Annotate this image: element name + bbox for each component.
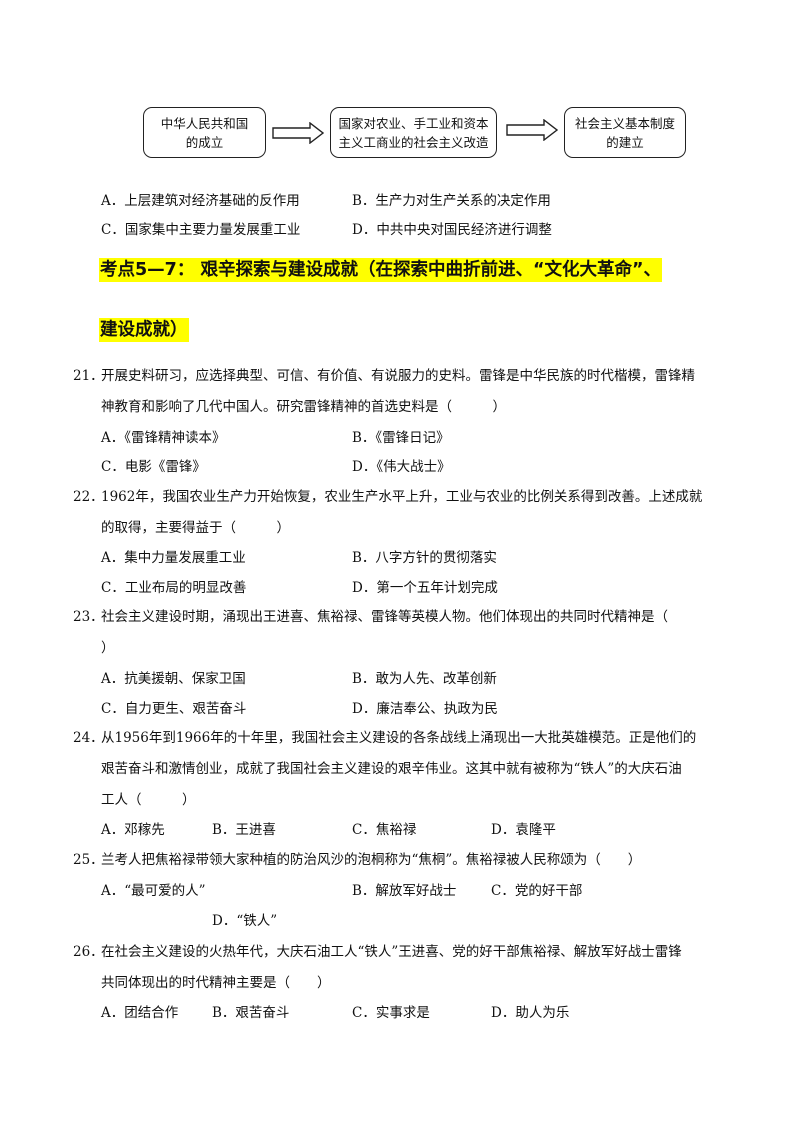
question-number: 24． <box>73 730 104 746</box>
diagram-box-text: 中华人民共和国 <box>160 115 249 131</box>
option-d: D．“铁人” <box>212 913 278 929</box>
question-stem-line: 工人（ ） <box>101 792 196 808</box>
option-c: C．焦裕禄 <box>352 822 417 838</box>
question-stem-line: ） <box>101 640 115 656</box>
option-a: A．上层建筑对经济基础的反作用 <box>101 193 300 209</box>
option-d: D．廉洁奉公、执政为民 <box>352 701 498 717</box>
question-stem-line: 1962年，我国农业生产力开始恢复，农业生产水平上升，工业与农业的比例关系得到改… <box>101 489 703 505</box>
question-number: 26． <box>73 944 104 960</box>
diagram-box-prc-founding: 中华人民共和国 的成立 <box>143 107 266 158</box>
option-a: A．团结合作 <box>101 1005 179 1021</box>
option-c: C．电影《雷锋》 <box>101 459 206 475</box>
question-stem-line: 共同体现出的时代精神主要是（ ） <box>101 975 331 991</box>
question-stem-line: 在社会主义建设的火热年代，大庆石油工人“铁人”王进喜、党的好干部焦裕禄、解放军好… <box>101 944 682 960</box>
diagram-box-socialist-system: 社会主义基本制度 的建立 <box>564 107 686 158</box>
option-c: C．党的好干部 <box>491 883 583 899</box>
question-stem-line: 从1956年到1966年的十年里，我国社会主义建设的各条战线上涌现出一大批英雄模… <box>101 730 697 746</box>
option-b: B．八字方针的贯彻落实 <box>352 550 497 566</box>
option-d: D．助人为乐 <box>491 1005 570 1021</box>
question-stem-line: 开展史料研习，应选择典型、可信、有价值、有说服力的史料。雷锋是中华民族的时代楷模… <box>101 368 695 384</box>
question-stem-line: 的取得，主要得益于（ ） <box>101 520 290 536</box>
option-d: D．袁隆平 <box>491 822 556 838</box>
option-b: B．《雷锋日记》 <box>352 430 450 446</box>
question-number: 22． <box>73 489 104 505</box>
option-d: D．第一个五年计划完成 <box>352 580 498 596</box>
option-c: C．国家集中主要力量发展重工业 <box>101 222 301 238</box>
option-b: B．生产力对生产关系的决定作用 <box>352 193 551 209</box>
question-number: 25． <box>73 852 104 868</box>
diagram-box-text: 主义工商业的社会主义改造 <box>338 134 489 150</box>
option-c: C．实事求是 <box>352 1005 430 1021</box>
question-stem-line: 神教育和影响了几代中国人。研究雷锋精神的首选史料是（ ） <box>101 399 506 415</box>
right-hollow-arrow-icon <box>506 119 558 141</box>
option-a: A．“最可爱的人” <box>101 883 206 899</box>
option-b: B．王进喜 <box>212 822 276 838</box>
option-a: A．集中力量发展重工业 <box>101 550 246 566</box>
diagram-box-text: 的建立 <box>606 134 644 150</box>
diagram-box-text: 国家对农业、手工业和资本 <box>338 115 489 131</box>
diagram-box-text: 的成立 <box>185 134 224 150</box>
diagram-box-socialist-transformation: 国家对农业、手工业和资本 主义工商业的社会主义改造 <box>330 107 497 158</box>
option-a: A．邓稼先 <box>101 822 165 838</box>
option-a: A．《雷锋精神读本》 <box>101 430 226 446</box>
option-c: C．工业布局的明显改善 <box>101 580 247 596</box>
option-b: B．解放军好战士 <box>352 883 457 899</box>
section-heading-line1: 考点5—7： 艰辛探索与建设成就（在探索中曲折前进、“文化大革命”、 <box>99 258 662 282</box>
question-number: 21． <box>73 368 104 384</box>
question-stem-line: 艰苦奋斗和激情创业，成就了我国社会主义建设的艰辛伟业。这其中就有被称为“铁人”的… <box>101 761 682 777</box>
option-d: D．《伟大战士》 <box>352 459 451 475</box>
question-stem-line: 兰考人把焦裕禄带领大家种植的防治风沙的泡桐称为“焦桐”。焦裕禄被人民称颂为（ ） <box>101 852 642 868</box>
option-c: C．自力更生、艰苦奋斗 <box>101 701 247 717</box>
option-a: A．抗美援朝、保家卫国 <box>101 671 246 687</box>
option-b: B．敢为人先、改革创新 <box>352 671 497 687</box>
question-stem-line: 社会主义建设时期，涌现出王进喜、焦裕禄、雷锋等英模人物。他们体现出的共同时代精神… <box>101 609 668 625</box>
diagram-box-text: 社会主义基本制度 <box>574 115 675 131</box>
section-heading-line2: 建设成就） <box>99 318 189 342</box>
question-number: 23． <box>73 609 104 625</box>
option-b: B．艰苦奋斗 <box>212 1005 290 1021</box>
option-d: D．中共中央对国民经济进行调整 <box>352 222 552 238</box>
right-hollow-arrow-icon <box>272 122 324 144</box>
